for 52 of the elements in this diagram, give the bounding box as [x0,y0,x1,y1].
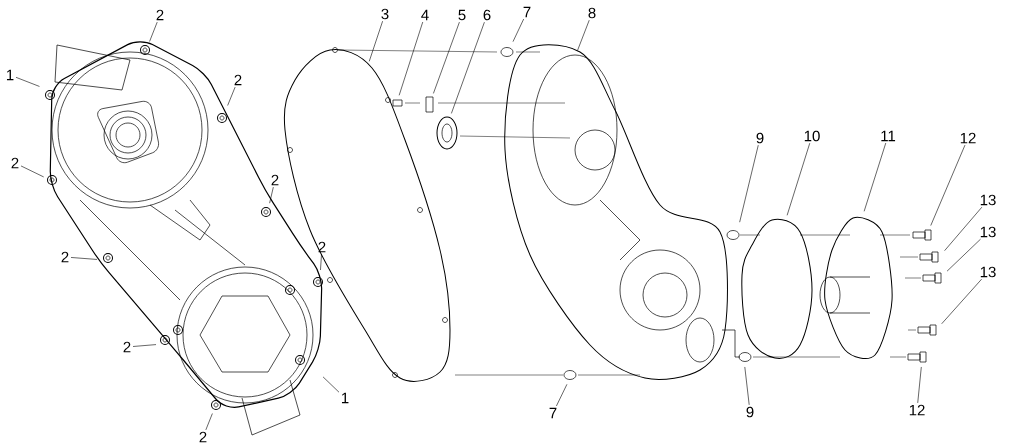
callout-number: 12 [960,132,976,144]
leader-line [786,142,811,216]
callout-number: 1 [7,69,14,81]
leader-line [368,20,383,62]
callout-number: 2 [199,431,207,443]
leader-line [917,366,922,404]
callout-number: 7 [523,6,531,18]
leader-line [20,165,44,178]
callout-number: 2 [123,341,131,353]
leader-line [577,19,590,51]
leader-line [451,21,485,114]
leader-line [946,238,981,272]
leader-line [132,344,157,347]
callout-number: 11 [881,130,896,142]
leader-line [556,384,568,407]
leader-line [739,144,759,223]
callout-number: 2 [234,74,242,86]
leader-line [941,278,982,325]
leader-line [205,413,213,431]
leader-line [15,77,40,87]
callout-number: 9 [746,406,754,418]
leader-line [512,18,524,42]
leader-line [227,86,236,106]
leader-line [320,253,322,271]
callout-number: 7 [549,407,557,419]
leader-line [398,21,424,96]
callout-number: 6 [483,9,491,21]
callout-number: 5 [458,9,466,21]
callout-number: 9 [756,132,764,144]
callout-number: 2 [271,174,279,186]
leader-line [930,144,966,226]
leader-line [149,21,158,42]
callout-number: 2 [61,251,69,263]
callout-number: 3 [381,8,389,20]
callout-number: 2 [156,9,164,21]
callout-number: 4 [421,9,429,21]
callout-number: 2 [11,157,19,169]
leader-line [269,186,274,204]
callout-number: 13 [980,266,996,278]
callout-number: 1 [342,392,349,404]
callout-number: 13 [980,194,996,206]
callout-number: 8 [588,7,596,19]
leader-line [863,142,887,212]
callout-number: 10 [804,130,820,142]
leader-line [744,366,750,406]
callout-number: 13 [980,226,996,238]
leader-line [322,376,340,393]
leader-line [70,257,98,260]
leader-line [433,21,460,94]
callout-number: 12 [909,404,925,416]
callout-number: 2 [318,241,326,253]
leader-line [944,206,983,251]
